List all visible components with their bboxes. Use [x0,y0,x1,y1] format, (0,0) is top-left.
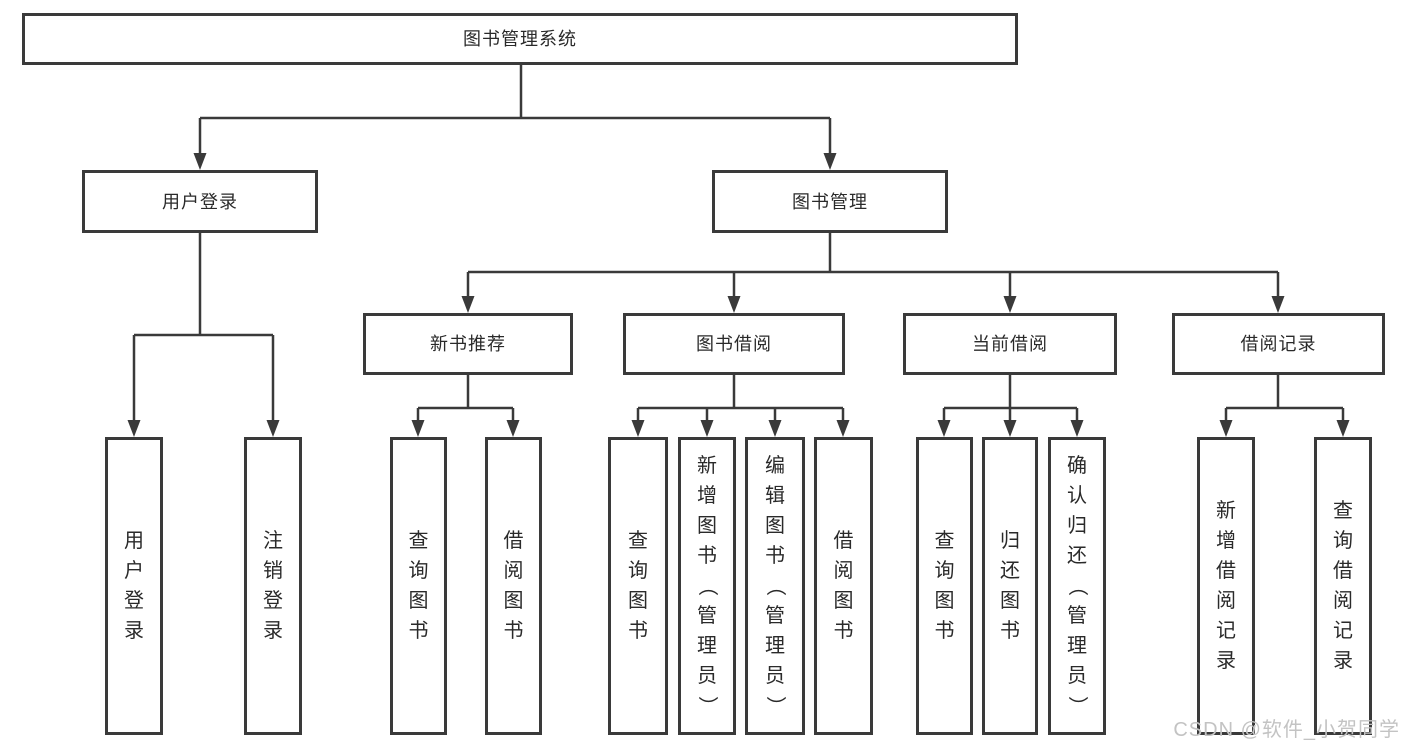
node-borrow-records-label: 借阅记录 [1240,334,1317,354]
node-book-management: 图书管理 [712,170,948,233]
node-root: 图书管理系统 [22,13,1018,65]
leaf-records-add-record-label: 新增借阅记录 [1216,500,1236,672]
node-new-book-recommend: 新书推荐 [363,313,573,375]
leaf-current-return-books-label: 归还图书 [1000,530,1020,642]
leaf-borrow-edit-books-admin-label: 编辑图书（管理员） [764,455,786,716]
leaf-borrow-add-books-admin: 新增图书（管理员） [678,437,736,735]
node-book-management-label: 图书管理 [792,191,868,212]
leaf-borrow-add-books-admin-label: 新增图书（管理员） [696,455,718,716]
node-root-label: 图书管理系统 [463,29,577,49]
node-current-borrow: 当前借阅 [903,313,1117,375]
leaf-current-query-books-label: 查询图书 [934,530,955,642]
node-user-login-label: 用户登录 [162,191,238,212]
leaf-recommend-query-books-label: 查询图书 [408,530,429,642]
leaf-user-login-label: 用户登录 [124,530,144,642]
leaf-records-query-record-label: 查询借阅记录 [1333,500,1353,672]
leaf-records-add-record: 新增借阅记录 [1197,437,1255,735]
leaf-current-confirm-return-admin: 确认归还（管理员） [1048,437,1106,735]
leaf-logout: 注销登录 [244,437,302,735]
leaf-borrow-borrow-books-label: 借阅图书 [833,530,854,642]
leaf-user-login: 用户登录 [105,437,163,735]
node-book-borrow: 图书借阅 [623,313,845,375]
leaf-recommend-borrow-books-label: 借阅图书 [503,530,524,642]
node-borrow-records: 借阅记录 [1172,313,1385,375]
node-new-book-recommend-label: 新书推荐 [430,334,506,354]
node-current-borrow-label: 当前借阅 [972,334,1048,354]
leaf-borrow-edit-books-admin: 编辑图书（管理员） [745,437,805,735]
node-book-borrow-label: 图书借阅 [696,334,772,354]
node-user-login: 用户登录 [82,170,318,233]
leaf-current-confirm-return-admin-label: 确认归还（管理员） [1066,455,1088,716]
leaf-logout-label: 注销登录 [263,530,283,642]
leaf-borrow-query-books: 查询图书 [608,437,668,735]
leaf-records-query-record: 查询借阅记录 [1314,437,1372,735]
leaf-borrow-query-books-label: 查询图书 [628,530,648,642]
watermark-text: CSDN @软件_小贺同学 [1173,719,1400,741]
leaf-current-return-books: 归还图书 [982,437,1038,735]
leaf-current-query-books: 查询图书 [916,437,973,735]
leaf-recommend-borrow-books: 借阅图书 [485,437,542,735]
leaf-recommend-query-books: 查询图书 [390,437,447,735]
leaf-borrow-borrow-books: 借阅图书 [814,437,873,735]
